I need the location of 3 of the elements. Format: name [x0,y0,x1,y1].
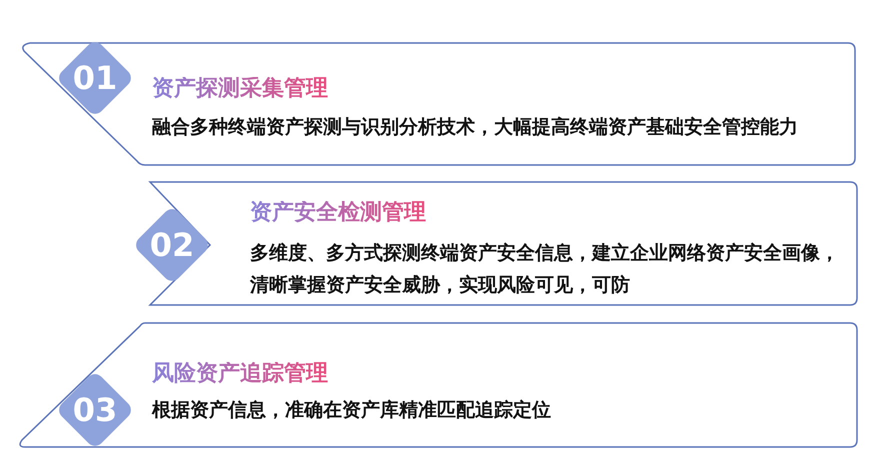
step-description: 多维度、多方式探测终端资产安全信息，建立企业网络资产安全画像，清晰掌握资产安全威胁，实现风险可见，可防 [250,241,840,298]
step-description: 融合多种终端资产探测与识别分析技术，大幅提高终端资产基础安全管控能力 [152,115,799,140]
step-description: 根据资产信息，准确在资产库精准匹配追踪定位 [152,398,552,423]
